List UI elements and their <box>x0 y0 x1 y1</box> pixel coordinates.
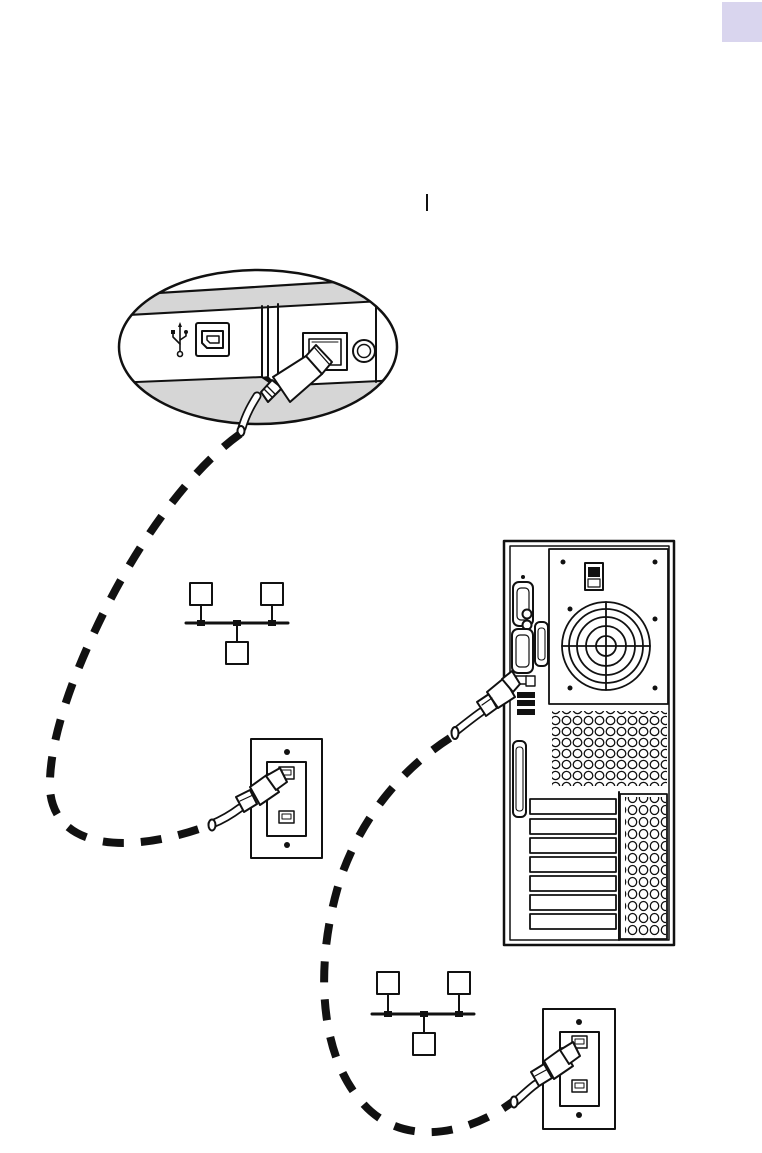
network-symbol <box>186 583 288 664</box>
usb-port <box>196 323 229 356</box>
expansion-slots <box>530 799 616 929</box>
printer-to-wall-jack-cable <box>50 434 240 843</box>
fan-grille <box>562 602 650 690</box>
computer-to-wall-jack-cable <box>324 738 515 1132</box>
round-indicator-icon <box>353 340 375 362</box>
tower-computer-rear-panel <box>504 541 674 945</box>
network-symbol <box>372 972 474 1055</box>
printer-port-callout <box>110 270 400 440</box>
